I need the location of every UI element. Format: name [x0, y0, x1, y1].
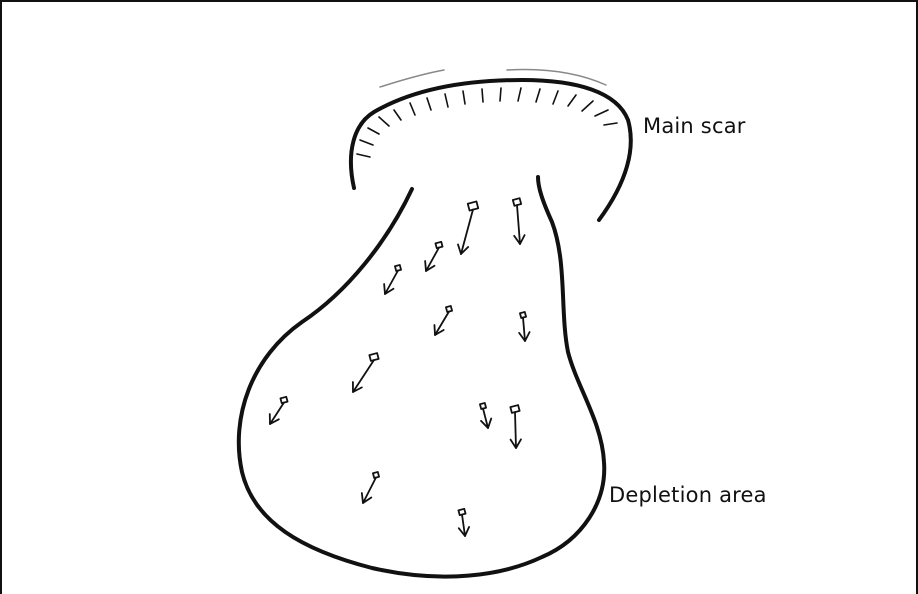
crown-tick-marks	[357, 88, 617, 157]
displacement-arrows	[270, 198, 530, 536]
displacement-arrow	[434, 306, 452, 335]
displacement-arrow	[425, 242, 442, 271]
main-scar-arc	[351, 80, 631, 220]
main-scar-label: Main scar	[643, 114, 746, 138]
displacement-arrow	[384, 265, 401, 294]
displacement-arrow	[362, 472, 379, 503]
displacement-arrow	[480, 403, 491, 428]
arrow-head	[353, 382, 362, 392]
arrow-shaft	[515, 412, 516, 448]
arrow-shaft	[353, 360, 374, 392]
displacement-arrow	[519, 312, 529, 341]
displacement-arrow	[270, 397, 288, 424]
displacement-arrow	[353, 353, 379, 392]
depletion-area-outline	[239, 177, 604, 577]
displacement-arrow	[513, 198, 525, 244]
displacement-arrow	[510, 405, 521, 448]
depletion-area-label: Depletion area	[609, 483, 767, 507]
displacement-arrow	[458, 201, 478, 254]
displacement-arrow	[458, 509, 469, 536]
arrow-shaft	[517, 205, 520, 244]
